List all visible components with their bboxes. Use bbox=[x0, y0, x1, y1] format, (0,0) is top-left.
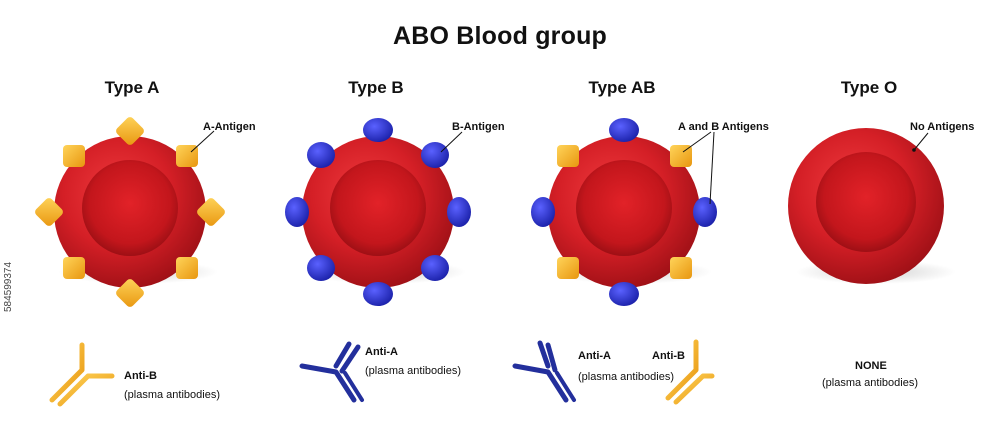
b-antigen-marker bbox=[693, 197, 717, 227]
type-ab-label: Type AB bbox=[588, 78, 656, 97]
antibody-note: (plasma antibodies) bbox=[365, 365, 461, 377]
b-antigen-marker bbox=[307, 142, 335, 168]
a-antigen-marker bbox=[557, 145, 579, 167]
b-antigen-marker bbox=[531, 197, 555, 227]
a-antigen-marker bbox=[557, 257, 579, 279]
cell-center bbox=[816, 152, 916, 252]
ab-antigens-label: A and B Antigens bbox=[678, 121, 769, 133]
b-antigen-marker bbox=[447, 197, 471, 227]
a-antigen-marker bbox=[670, 257, 692, 279]
cell-center bbox=[576, 160, 672, 256]
no-antigens-label: No Antigens bbox=[910, 121, 975, 133]
a-antigen-marker bbox=[116, 117, 144, 145]
a-antigen-label: A-Antigen bbox=[203, 121, 256, 133]
antibody-note: (plasma antibodies) bbox=[124, 389, 220, 401]
b-antigen-marker bbox=[363, 282, 393, 306]
type-o-label: Type O bbox=[840, 78, 898, 97]
ab-antigen-pointer bbox=[682, 131, 712, 153]
a-antigen-marker bbox=[197, 198, 225, 226]
b-antigen-marker bbox=[285, 197, 309, 227]
b-antigen-marker bbox=[609, 282, 639, 306]
anti-b-antibody-icon bbox=[49, 342, 115, 407]
cell-type-o bbox=[788, 128, 956, 284]
diagram-title: ABO Blood group bbox=[392, 22, 608, 50]
cell-type-ab bbox=[531, 118, 717, 306]
a-antigen-marker bbox=[116, 279, 144, 307]
a-antigen-marker bbox=[35, 198, 63, 226]
ab-antigen-pointer bbox=[709, 131, 715, 205]
no-antigen-dot bbox=[912, 148, 916, 152]
cell-type-b bbox=[285, 118, 471, 306]
a-antigen-marker bbox=[63, 257, 85, 279]
none-antibody-label: NONE bbox=[855, 360, 887, 372]
anti-a-label: Anti-A bbox=[365, 346, 398, 358]
cell-center bbox=[82, 160, 178, 256]
anti-a-antibody-icon bbox=[299, 341, 364, 403]
b-antigen-pointer bbox=[440, 131, 463, 153]
antibody-note: (plasma antibodies) bbox=[578, 371, 674, 383]
a-antigen-marker bbox=[670, 145, 692, 167]
b-antigen-marker bbox=[609, 118, 639, 142]
cell-center bbox=[330, 160, 426, 256]
anti-b-antibody-icon bbox=[665, 339, 715, 405]
b-antigen-marker bbox=[421, 142, 449, 168]
a-antigen-marker bbox=[176, 257, 198, 279]
type-b-label: Type B bbox=[348, 78, 404, 97]
b-antigen-marker bbox=[307, 255, 335, 281]
antibody-note: (plasma antibodies) bbox=[822, 377, 918, 389]
anti-b-label: Anti-B bbox=[124, 370, 157, 382]
anti-a-antibody-icon bbox=[512, 340, 576, 403]
stock-image-id: 584599374 bbox=[3, 261, 14, 312]
b-antigen-marker bbox=[363, 118, 393, 142]
b-antigen-marker bbox=[421, 255, 449, 281]
a-antigen-pointer bbox=[190, 130, 215, 153]
anti-b-label: Anti-B bbox=[652, 350, 685, 362]
anti-a-label: Anti-A bbox=[578, 350, 611, 362]
b-antigen-label: B-Antigen bbox=[452, 121, 505, 133]
no-antigen-pointer bbox=[913, 132, 929, 151]
cell-type-a bbox=[35, 117, 225, 307]
a-antigen-marker bbox=[63, 145, 85, 167]
type-a-label: Type A bbox=[104, 78, 160, 97]
